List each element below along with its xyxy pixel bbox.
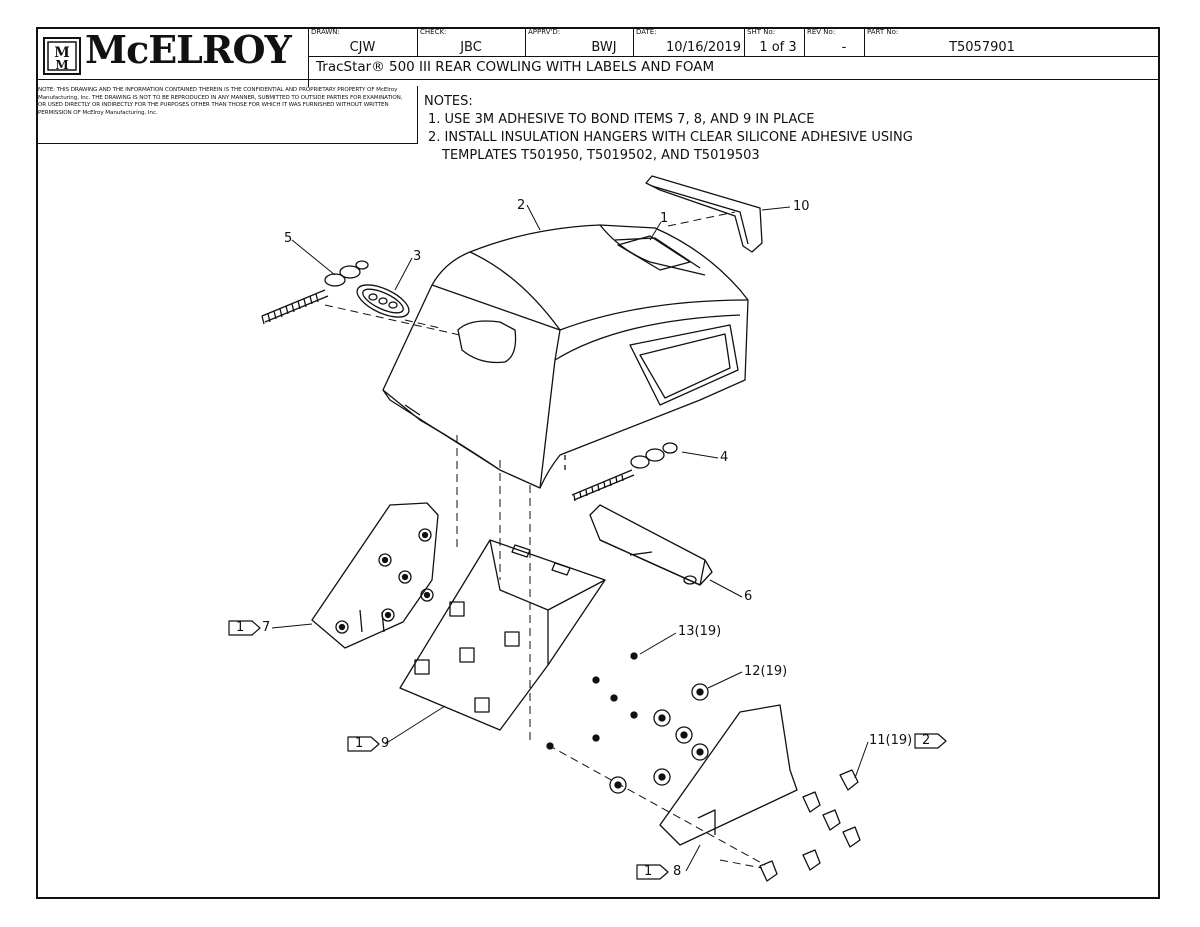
callout-5: 5 <box>284 231 293 246</box>
callout-1: 1 <box>660 211 669 226</box>
callout-9: 9 <box>381 736 390 751</box>
callout-4: 4 <box>720 450 729 465</box>
callout-8: 8 <box>673 864 682 879</box>
sheet-cell: SHT No: 1 of 3 <box>744 27 804 56</box>
logo-mark-icon: M M <box>43 37 81 75</box>
clips <box>759 769 861 882</box>
title-block: DRAWN: CJW CHECK: JBC APPRV'D: BWJ DATE:… <box>36 27 1160 87</box>
check-cell: CHECK: JBC <box>417 27 525 56</box>
drawing-border <box>36 27 1160 899</box>
confidential-note: NOTE: THIS DRAWING AND THE INFORMATION C… <box>38 87 403 116</box>
callout-11: 11(19) <box>869 733 913 748</box>
date-cell: DATE: 10/16/2019 <box>633 27 744 56</box>
decal-4-part <box>571 442 678 502</box>
rev-cell: REV No: - <box>804 27 864 56</box>
date-value: 10/16/2019 <box>666 40 741 55</box>
decal-5-part <box>261 260 369 325</box>
callout-13: 13(19) <box>678 624 722 639</box>
panel-9-part <box>399 539 606 731</box>
callout-7: 7 <box>262 620 271 635</box>
part-label: PART No: <box>867 28 899 36</box>
drawing-title: TracStar® 500 III REAR COWLING WITH LABE… <box>316 59 715 75</box>
date-label: DATE: <box>636 28 657 36</box>
note-1: 1. USE 3M ADHESIVE TO BOND ITEMS 7, 8, A… <box>428 112 815 127</box>
flag-7-number: 1 <box>236 620 245 635</box>
apprvd-value: BWJ <box>591 40 617 55</box>
rev-label: REV No: <box>807 28 836 36</box>
leader-lines <box>271 204 869 872</box>
notes-section: NOTES: 1. USE 3M ADHESIVE TO BOND ITEMS … <box>424 93 913 165</box>
apprvd-cell: APPRV'D: BWJ <box>525 27 633 56</box>
callout-2: 2 <box>517 198 526 213</box>
company-logo: M M McELROY <box>41 27 305 79</box>
flag-8-number: 1 <box>644 864 653 879</box>
fasteners <box>546 652 709 794</box>
panel-7-part <box>311 502 439 649</box>
note-3: TEMPLATES T501950, T5019502, AND T501950… <box>442 148 760 163</box>
note-flags <box>228 620 947 880</box>
drawn-cell: DRAWN: CJW <box>308 27 417 56</box>
assembly-lines <box>324 211 766 869</box>
drawn-value: CJW <box>349 40 376 55</box>
company-name: McELROY <box>85 27 292 72</box>
check-value: JBC <box>460 40 482 55</box>
part-value: T5057901 <box>949 40 1015 55</box>
callout-10: 10 <box>793 199 810 214</box>
callout-3: 3 <box>413 249 422 264</box>
callout-6: 6 <box>744 589 753 604</box>
sheet-label: SHT No: <box>747 28 776 36</box>
foam-part <box>589 504 713 586</box>
svg-text:M: M <box>54 45 70 61</box>
svg-text:M: M <box>55 58 68 72</box>
panel-8-part <box>659 704 798 846</box>
note-2: 2. INSTALL INSULATION HANGERS WITH CLEAR… <box>428 130 913 145</box>
rev-value: - <box>841 40 847 55</box>
sheet-value: 1 of 3 <box>759 40 797 55</box>
check-label: CHECK: <box>420 28 447 36</box>
confidential-box <box>36 86 418 144</box>
notes-heading: NOTES: <box>424 94 473 109</box>
flag-11-number: 2 <box>922 733 931 748</box>
label-item-1 <box>617 235 691 271</box>
apprvd-label: APPRV'D: <box>528 28 561 36</box>
cowling-part <box>382 224 749 489</box>
callout-12: 12(19) <box>744 664 788 679</box>
badge-part <box>356 284 410 318</box>
flag-9-number: 1 <box>355 736 364 751</box>
drawn-label: DRAWN: <box>311 28 340 36</box>
hanger-part <box>645 175 763 253</box>
part-cell: PART No: T5057901 <box>864 27 1160 56</box>
